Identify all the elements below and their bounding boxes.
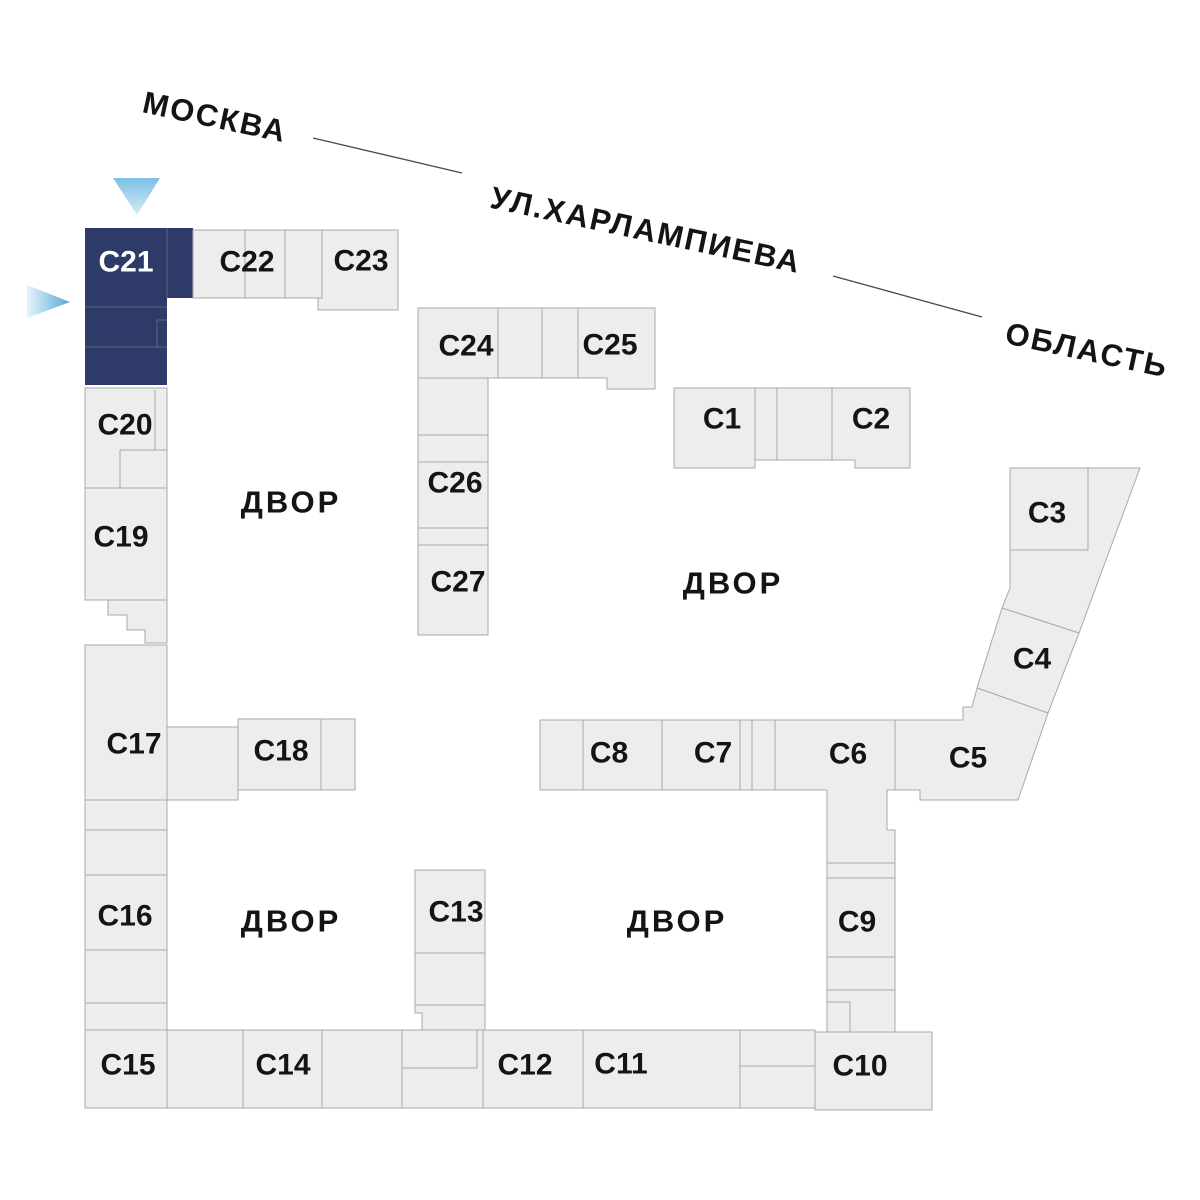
arrow-down-icon [113, 178, 160, 215]
block-c9[interactable] [826, 877, 896, 958]
block-segment[interactable] [826, 862, 896, 879]
block-c22-segment[interactable] [192, 229, 246, 299]
block-c22-segment[interactable] [244, 229, 286, 299]
block-c24[interactable] [417, 307, 499, 379]
block-stair-segment[interactable] [107, 599, 168, 644]
block-c2[interactable] [831, 387, 911, 469]
block-c10[interactable] [814, 1031, 933, 1111]
block-c16[interactable] [84, 874, 168, 951]
block-c14[interactable] [242, 1029, 323, 1109]
courtyard-label-bottom-left: ДВОР [241, 904, 342, 939]
street-leader-line [832, 275, 983, 318]
courtyard-label-bottom-right: ДВОР [627, 904, 728, 939]
block-segment[interactable] [414, 952, 486, 1006]
block-c11[interactable] [582, 1029, 741, 1109]
block-segment[interactable] [541, 307, 579, 379]
street-leader-line [312, 137, 463, 174]
block-segment[interactable] [417, 377, 489, 436]
block-c20[interactable] [84, 387, 168, 489]
block-segment[interactable] [84, 1002, 168, 1031]
block-c15[interactable] [84, 1029, 168, 1109]
block-c6[interactable] [774, 719, 896, 864]
block-segment[interactable] [414, 1004, 486, 1031]
block-c17[interactable] [84, 644, 239, 801]
block-segment[interactable] [84, 949, 168, 1004]
block-c7[interactable] [661, 719, 741, 791]
block-segment[interactable] [321, 1029, 403, 1109]
block-segment[interactable] [401, 1029, 484, 1109]
block-c8[interactable] [582, 719, 663, 791]
block-c3-segment[interactable] [1001, 467, 1141, 634]
block-segment[interactable] [497, 307, 543, 379]
courtyard-label-top-right: ДВОР [683, 566, 784, 601]
block-segment[interactable] [739, 719, 776, 791]
street-label-oblast: ОБЛАСТЬ [1002, 316, 1171, 385]
block-c23[interactable] [317, 229, 399, 311]
block-segment[interactable] [84, 829, 168, 876]
block-segment[interactable] [739, 1029, 816, 1109]
block-segment[interactable] [826, 989, 896, 1033]
courtyard-label-top-left: ДВОР [241, 485, 342, 520]
block-segment[interactable] [417, 527, 489, 546]
block-segment[interactable] [776, 387, 833, 461]
block-c18[interactable] [237, 718, 356, 791]
block-c27[interactable] [417, 544, 489, 636]
block-c3[interactable] [1009, 467, 1089, 551]
block-segment[interactable] [84, 799, 168, 831]
block-c25[interactable] [577, 307, 656, 390]
block-segment[interactable] [754, 387, 778, 461]
street-label-moscow: МОСКВА [140, 85, 291, 150]
block-segment[interactable] [417, 434, 489, 463]
block-segment[interactable] [539, 719, 584, 791]
block-c26[interactable] [417, 461, 489, 529]
block-segment[interactable] [166, 1029, 244, 1109]
block-c5[interactable] [894, 687, 1049, 801]
block-c19[interactable] [84, 487, 168, 601]
block-c12[interactable] [482, 1029, 584, 1109]
block-segment[interactable] [826, 956, 896, 991]
arrow-right-icon [27, 285, 70, 318]
block-segment[interactable] [284, 229, 323, 299]
street-label-kharlampieva: УЛ.ХАРЛАМПИЕВА [487, 180, 804, 280]
block-c1[interactable] [673, 387, 756, 469]
block-c13[interactable] [414, 869, 486, 954]
